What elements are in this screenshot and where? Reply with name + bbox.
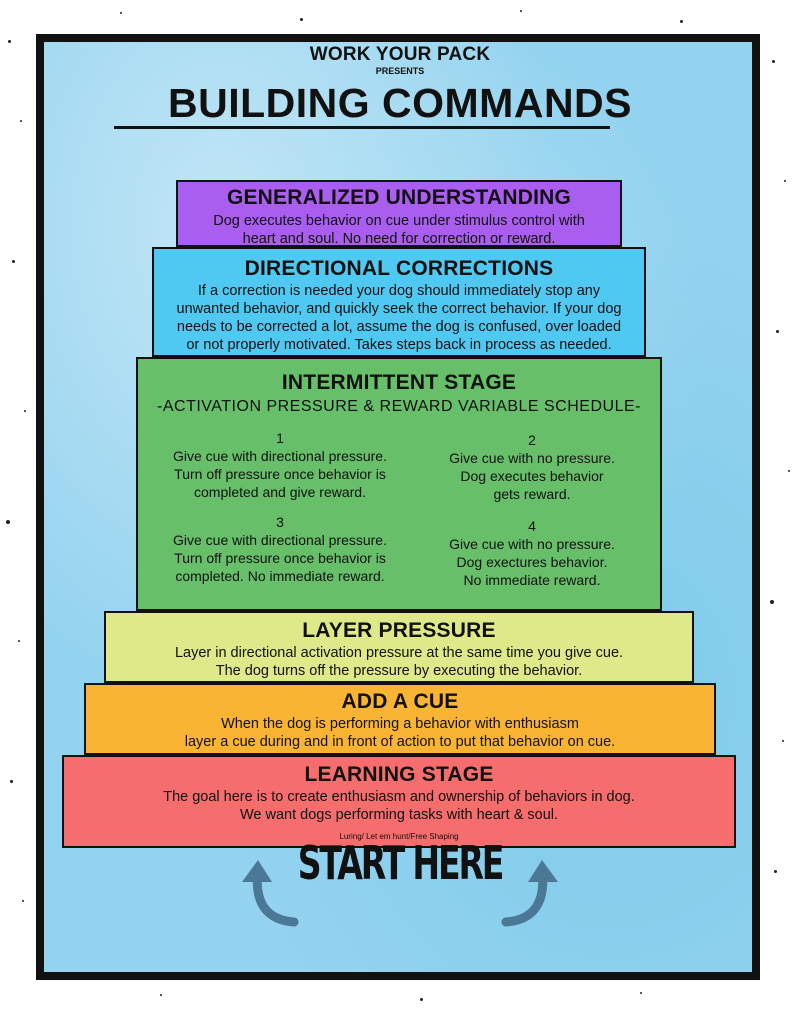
tier-description: When the dog is performing a behavior wi…: [86, 715, 714, 751]
tier-note: Luring/ Let em hunt/Free Shaping: [339, 832, 459, 841]
tier-layer-pressure: LAYER PRESSURE Layer in directional acti…: [104, 611, 694, 683]
tier-description: Dog executes behavior on cue under stimu…: [178, 212, 620, 248]
tier-title: INTERMITTENT STAGE: [281, 371, 517, 394]
step-line: Turn off pressure once behavior is: [174, 550, 386, 566]
description-line: If a correction is needed your dog shoul…: [197, 283, 601, 299]
page-title: BUILDING COMMANDS: [167, 80, 633, 126]
step-number: 2: [528, 432, 536, 448]
description-line: layer a cue during and in front of actio…: [184, 734, 616, 750]
tier-description: If a correction is needed your dog shoul…: [154, 282, 644, 354]
step-2: 2 Give cue with no pressure. Dog execute…: [404, 431, 660, 503]
description-line: needs to be corrected a lot, assume the …: [176, 319, 622, 335]
step-line: completed. No immediate reward.: [175, 568, 385, 584]
step-4: 4 Give cue with no pressure. Dog exectur…: [404, 517, 660, 589]
description-line: Dog executes behavior on cue under stimu…: [213, 213, 585, 229]
tier-description: Layer in directional activation pressure…: [106, 644, 692, 680]
start-here-label: START HERE: [297, 836, 505, 890]
description-line: or not properly motivated. Takes steps b…: [186, 337, 612, 353]
description-line: The dog turns off the pressure by execut…: [215, 663, 583, 679]
step-line: completed and give reward.: [194, 484, 366, 500]
step-line: Give cue with no pressure.: [449, 450, 615, 466]
presents-label: PRESENTS: [375, 66, 425, 76]
tier-title: DIRECTIONAL CORRECTIONS: [244, 257, 554, 280]
tier-subtitle: -ACTIVATION PRESSURE & REWARD VARIABLE S…: [157, 398, 641, 415]
step-line: Give cue with directional pressure.: [173, 532, 387, 548]
tier-directional-corrections: DIRECTIONAL CORRECTIONS If a correction …: [152, 247, 646, 357]
step-number: 4: [528, 518, 536, 534]
step-line: Dog executes behavior: [460, 468, 604, 484]
curved-arrow-up-left-icon: [242, 860, 299, 927]
description-line: We want dogs performing tasks with heart…: [239, 807, 559, 823]
tier-learning-stage: LEARNING STAGE The goal here is to creat…: [62, 755, 736, 848]
description-line: The goal here is to create enthusiasm an…: [163, 789, 635, 805]
tier-add-a-cue: ADD A CUE When the dog is performing a b…: [84, 683, 716, 755]
tier-intermittent-stage: INTERMITTENT STAGE -ACTIVATION PRESSURE …: [136, 357, 662, 611]
step-line: Give cue with directional pressure.: [173, 448, 387, 464]
step-line: Turn off pressure once behavior is: [174, 466, 386, 482]
brand-name: WORK YOUR PACK: [309, 44, 491, 65]
tier-title: LEARNING STAGE: [304, 763, 494, 786]
tier-title: GENERALIZED UNDERSTANDING: [226, 186, 572, 209]
step-line: Dog exectures behavior.: [456, 554, 608, 570]
curved-arrow-up-right-icon: [501, 860, 558, 927]
step-3: 3 Give cue with directional pressure. Tu…: [152, 513, 408, 585]
step-line: Give cue with no pressure.: [449, 536, 615, 552]
description-line: Layer in directional activation pressure…: [174, 645, 624, 661]
step-line: gets reward.: [493, 486, 571, 502]
title-underline: [114, 126, 610, 129]
step-number: 3: [276, 514, 284, 530]
tier-title: LAYER PRESSURE: [302, 619, 496, 642]
step-1: 1 Give cue with directional pressure. Tu…: [152, 429, 408, 501]
step-line: No immediate reward.: [463, 572, 601, 588]
tier-generalized-understanding: GENERALIZED UNDERSTANDING Dog executes b…: [176, 180, 622, 247]
description-line: unwanted behavior, and quickly seek the …: [176, 301, 622, 317]
tier-description: The goal here is to create enthusiasm an…: [64, 788, 734, 824]
step-number: 1: [276, 430, 284, 446]
description-line: heart and soul. No need for correction o…: [242, 231, 556, 247]
tier-title: ADD A CUE: [341, 690, 459, 713]
description-line: When the dog is performing a behavior wi…: [221, 716, 579, 732]
